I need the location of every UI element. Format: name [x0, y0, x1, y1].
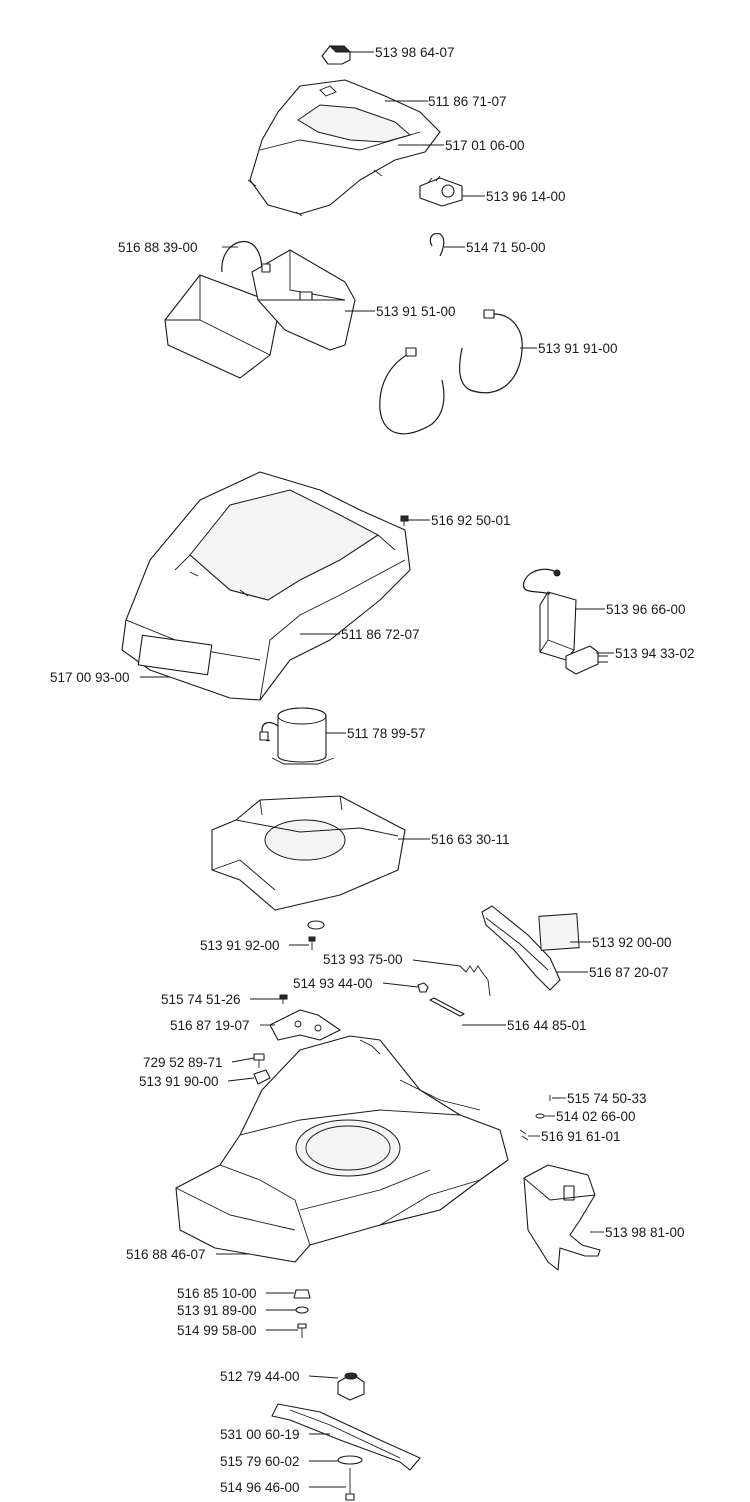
part-label: 513 93 75-00 [323, 952, 403, 967]
battery-case-part [251, 249, 356, 351]
main-hood-part [121, 471, 411, 701]
part-label: 513 96 66-00 [606, 602, 686, 617]
part-label: 515 79 60-02 [220, 1454, 300, 1469]
part-label: 516 91 61-01 [541, 1129, 621, 1144]
part-label: 517 01 06-00 [445, 138, 525, 153]
part-label: 513 91 91-00 [538, 341, 618, 356]
part-number-labels: 513 98 64-07 511 86 71-07 517 01 06-00 5… [50, 45, 695, 1495]
part-label: 513 98 64-07 [375, 45, 455, 60]
part-label: 516 87 20-07 [589, 965, 669, 980]
cable-loop-part [379, 309, 523, 435]
motor-housing-part [211, 795, 406, 911]
plug-part [565, 645, 608, 675]
rod-part [429, 997, 465, 1017]
blade-washer-part [337, 1455, 363, 1465]
spring-part [459, 965, 491, 997]
leader-lines [140, 51, 614, 1488]
part-label: 515 74 50-33 [567, 1091, 647, 1106]
part-label: 516 88 46-07 [126, 1247, 206, 1262]
label-plate-part [538, 913, 580, 951]
part-label: 531 00 60-19 [220, 1427, 300, 1442]
battery-pack-part [164, 241, 281, 379]
part-label: 513 94 33-02 [615, 646, 695, 661]
part-label: 513 91 89-00 [177, 1303, 257, 1318]
part-label: 516 44 85-01 [507, 1018, 587, 1033]
part-label: 515 74 51-26 [161, 992, 241, 1007]
motor-part [259, 707, 335, 765]
knob-cap-part [321, 45, 352, 65]
part-label: 513 91 90-00 [139, 1074, 219, 1089]
bolt-part [253, 1053, 265, 1068]
clip-part [253, 1069, 271, 1085]
lever-plate-part [269, 1009, 341, 1041]
part-label: 512 79 44-00 [220, 1369, 300, 1384]
blade-bolt-part [345, 1468, 355, 1501]
nut-part [417, 982, 429, 993]
hub-bolt-part [297, 1323, 307, 1338]
handle-bracket-part [481, 905, 561, 991]
blade-adapter-part [337, 1372, 365, 1401]
part-label: 516 63 30-11 [431, 832, 510, 847]
rear-guard-part [523, 1164, 601, 1271]
mower-deck-part [175, 1035, 509, 1263]
part-label: 513 96 14-00 [486, 189, 566, 204]
part-label: 516 85 10-00 [177, 1286, 257, 1301]
top-cover-part [247, 79, 441, 217]
part-label: 513 91 92-00 [200, 938, 280, 953]
part-label: 516 87 19-07 [170, 1018, 250, 1033]
part-label: 514 02 66-00 [556, 1109, 636, 1124]
part-label: 511 86 72-07 [341, 627, 420, 642]
washer-part [307, 920, 325, 930]
part-label: 513 98 81-00 [605, 1225, 685, 1240]
part-label: 514 96 46-00 [220, 1480, 300, 1495]
part-label: 511 86 71-07 [428, 94, 507, 109]
hood-screw-part [400, 515, 409, 526]
blade-part [271, 1403, 421, 1471]
part-label: 517 00 93-00 [50, 670, 130, 685]
part-label: 514 99 58-00 [177, 1323, 257, 1338]
switch-box-part [419, 175, 463, 207]
part-label: 514 93 44-00 [293, 976, 373, 991]
part-label: 516 92 50-01 [431, 513, 511, 528]
part-label: 729 52 89-71 [143, 1055, 223, 1070]
hub-nut-part [293, 1289, 311, 1299]
part-label: 516 88 39-00 [118, 240, 198, 255]
charger-part [522, 568, 577, 661]
screw-part [308, 936, 316, 950]
short-wire-part [429, 233, 445, 257]
part-label: 511 78 99-57 [347, 726, 426, 741]
part-label: 513 91 51-00 [376, 304, 456, 319]
small-bolt-part [279, 994, 288, 1004]
deck-fastener-parts [519, 1095, 560, 1141]
part-label: 514 71 50-00 [466, 240, 546, 255]
hub-washer-part [295, 1306, 309, 1314]
part-label: 513 92 00-00 [592, 935, 672, 950]
